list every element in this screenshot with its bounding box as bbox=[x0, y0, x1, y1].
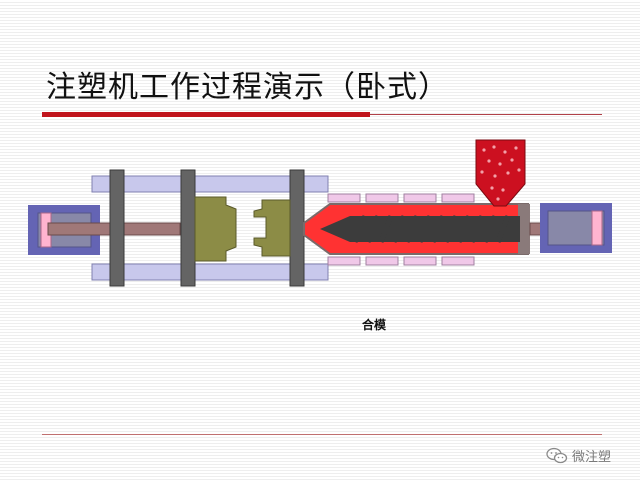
heater-band bbox=[365, 256, 399, 266]
injection-cylinder bbox=[540, 203, 612, 253]
screw-flight bbox=[365, 215, 381, 243]
heater-band bbox=[441, 256, 475, 266]
heater-band bbox=[327, 193, 361, 203]
watermark-text: 微注塑 bbox=[572, 450, 612, 465]
pellet bbox=[514, 146, 518, 150]
pellet bbox=[498, 162, 502, 166]
heater-bands-bottom bbox=[327, 256, 475, 266]
screw-flight bbox=[495, 215, 511, 243]
screw-flight bbox=[430, 215, 446, 243]
pellet bbox=[517, 168, 521, 172]
barrel-end-cap bbox=[518, 204, 530, 254]
mold-fixed-half bbox=[253, 199, 291, 257]
hopper-pellets bbox=[475, 139, 526, 207]
wechat-icon bbox=[546, 447, 568, 463]
title-underline-accent bbox=[42, 112, 370, 117]
heater-band bbox=[403, 193, 437, 203]
pellet bbox=[490, 186, 494, 190]
screw-flight bbox=[352, 215, 368, 243]
moving-platen bbox=[180, 169, 196, 287]
injection-piston bbox=[591, 210, 603, 246]
heater-bands-top bbox=[327, 193, 475, 203]
heater-band bbox=[327, 256, 361, 266]
pellet bbox=[492, 145, 496, 149]
pellet bbox=[496, 197, 500, 201]
tie-bar-top bbox=[91, 175, 329, 193]
screw-flight bbox=[443, 215, 459, 243]
pellet bbox=[480, 170, 484, 174]
screw-flight bbox=[482, 215, 498, 243]
stage-caption: 合模 bbox=[362, 318, 387, 332]
pellet bbox=[482, 148, 486, 152]
rear-platen bbox=[109, 169, 125, 287]
pellet bbox=[506, 171, 510, 175]
screw-flight bbox=[469, 215, 485, 243]
screw-flight bbox=[378, 215, 394, 243]
screw-flight bbox=[404, 215, 420, 243]
watermark: 微注塑 bbox=[546, 446, 611, 465]
screw-flight bbox=[417, 215, 433, 243]
heater-band bbox=[403, 256, 437, 266]
heater-band bbox=[441, 193, 475, 203]
heater-band bbox=[365, 193, 399, 203]
tie-bar-bottom bbox=[91, 263, 329, 281]
pellet bbox=[503, 150, 507, 154]
pellet-dots bbox=[480, 145, 521, 201]
footer-rule bbox=[42, 434, 602, 435]
slide-title: 注塑机工作过程演示（卧式） bbox=[46, 70, 449, 105]
fixed-platen bbox=[289, 169, 305, 287]
pellet bbox=[493, 174, 497, 178]
mold-moving-half bbox=[194, 196, 237, 262]
pellet bbox=[487, 159, 491, 163]
screw-flight bbox=[391, 215, 407, 243]
screw-flight bbox=[456, 215, 472, 243]
screw-flights bbox=[352, 215, 511, 243]
pellet bbox=[510, 158, 514, 162]
pellet bbox=[501, 188, 505, 192]
